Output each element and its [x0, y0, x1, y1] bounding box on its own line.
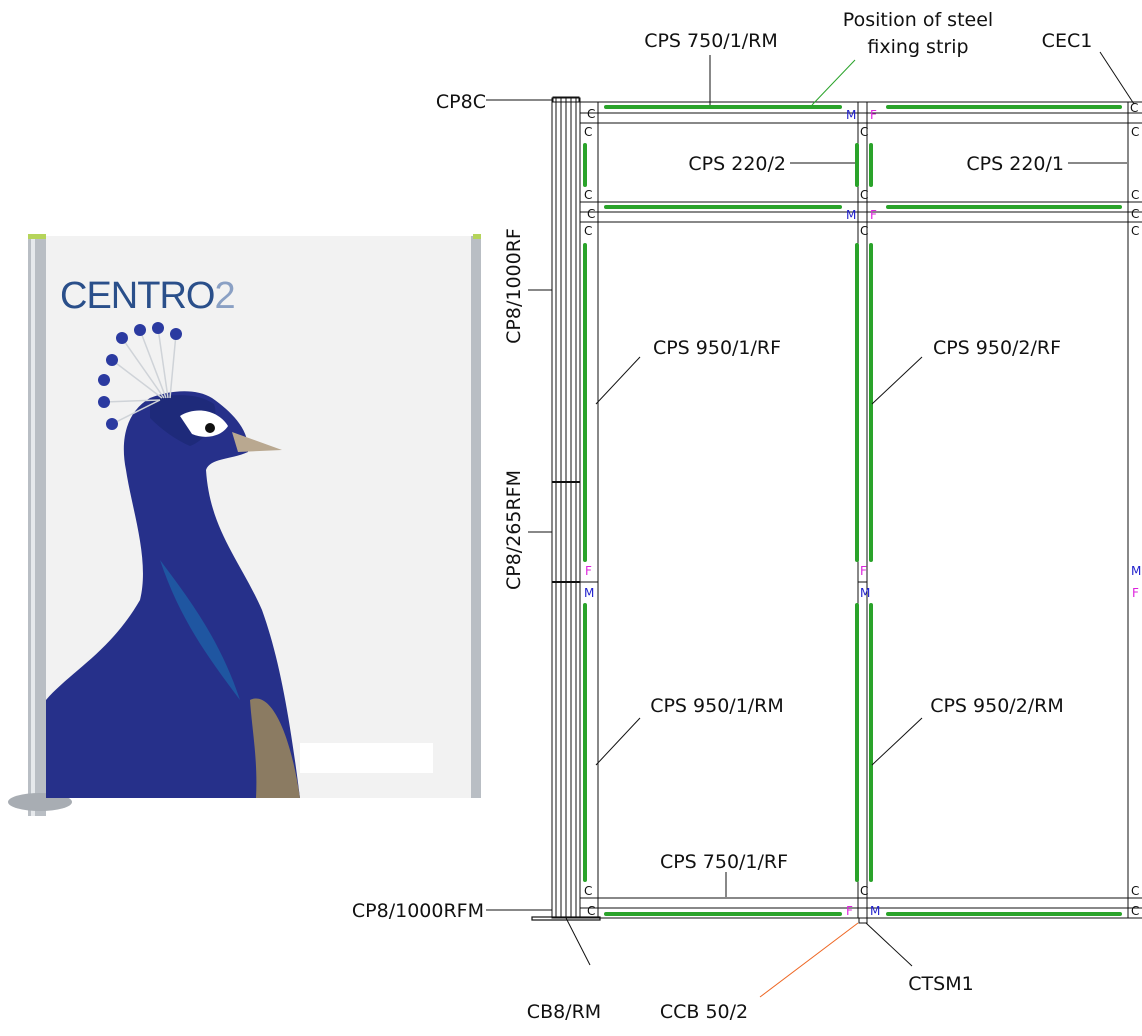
marker-m: M: [846, 208, 856, 222]
ctsm1-block: [858, 917, 868, 924]
note-label-line2: fixing strip: [867, 36, 968, 58]
peacock-wing: [250, 698, 300, 798]
marker-f: F: [870, 108, 877, 122]
marker-f: F: [860, 564, 867, 578]
label-ccb50-2: CCB 50/2: [660, 1001, 748, 1023]
peacock-face: [180, 410, 228, 437]
label-cps220-1: CPS 220/1: [966, 153, 1064, 175]
ccb-leader: [759, 922, 859, 998]
connector-markers: C C C C C C C C C C C C C C C C C C M M …: [584, 101, 1141, 918]
label-cb8-rm: CB8/RM: [527, 1001, 601, 1023]
marker-c: C: [587, 107, 595, 121]
marker-m: M: [846, 108, 856, 122]
frame-rails: [580, 101, 1142, 919]
label-cp8c: CP8C: [436, 91, 486, 113]
marker-m: M: [870, 904, 880, 918]
marker-m: M: [584, 586, 594, 600]
label-cp8-1000rf: CP8/1000RF: [503, 228, 525, 344]
peacock-beak: [232, 432, 282, 452]
photo-brand: CENTRO2: [60, 275, 235, 317]
marker-c: C: [584, 224, 592, 238]
marker-c: C: [1130, 101, 1138, 115]
label-cps950-1-rm: CPS 950/1/RM: [650, 695, 784, 717]
label-ctsm1: CTSM1: [908, 973, 973, 995]
marker-c: C: [587, 904, 595, 918]
vertical-pole-stack: [551, 96, 581, 919]
marker-c: C: [584, 188, 592, 202]
label-cps220-2: CPS 220/2: [688, 153, 786, 175]
peacock-sheen: [160, 560, 240, 700]
photo-label-box: [300, 743, 433, 773]
label-cps950-1-rf: CPS 950/1/RF: [653, 337, 781, 359]
marker-c: C: [1131, 125, 1139, 139]
marker-c: C: [584, 884, 592, 898]
label-cps750-rf: CPS 750/1/RF: [660, 851, 788, 873]
marker-m: M: [860, 586, 870, 600]
label-cp8-1000rfm: CP8/1000RFM: [352, 900, 484, 922]
label-cp8-265rfm: CP8/265RFM: [503, 470, 525, 590]
marker-c: C: [584, 125, 592, 139]
product-photo: CENTRO2: [8, 234, 481, 816]
marker-c: C: [1131, 884, 1139, 898]
left-pole: [28, 236, 46, 816]
note-label-line1: Position of steel: [843, 9, 993, 31]
peacock-illustration: [46, 391, 300, 798]
marker-f: F: [1132, 586, 1139, 600]
marker-c: C: [1131, 188, 1139, 202]
part-labels: Position of steel fixing strip CPS 750/1…: [352, 9, 1092, 1023]
peacock-crest-tips: [98, 322, 182, 430]
marker-f: F: [585, 564, 592, 578]
peacock-crest: [103, 327, 177, 425]
marker-c: C: [1131, 224, 1139, 238]
leader-lines: [486, 51, 1135, 967]
right-pole: [471, 236, 481, 798]
right-pole-cap: [473, 234, 481, 239]
marker-c: C: [860, 188, 868, 202]
peacock-eye: [205, 423, 215, 433]
left-pole-shine: [31, 236, 35, 816]
label-cec1: CEC1: [1042, 30, 1093, 52]
label-cps950-2-rm: CPS 950/2/RM: [930, 695, 1064, 717]
label-cps750-rm: CPS 750/1/RM: [644, 30, 778, 52]
marker-c: C: [1131, 904, 1139, 918]
marker-f: F: [870, 208, 877, 222]
marker-c: C: [860, 125, 868, 139]
marker-c: C: [1131, 207, 1139, 221]
marker-c: C: [587, 207, 595, 221]
label-cps950-2-rf: CPS 950/2/RF: [933, 337, 1061, 359]
marker-f: F: [846, 904, 853, 918]
fixing-strips: [583, 105, 1122, 916]
marker-c: C: [860, 884, 868, 898]
left-pole-cap: [28, 234, 46, 239]
marker-m: M: [1131, 564, 1141, 578]
marker-c: C: [860, 224, 868, 238]
note-leader: [811, 59, 856, 106]
